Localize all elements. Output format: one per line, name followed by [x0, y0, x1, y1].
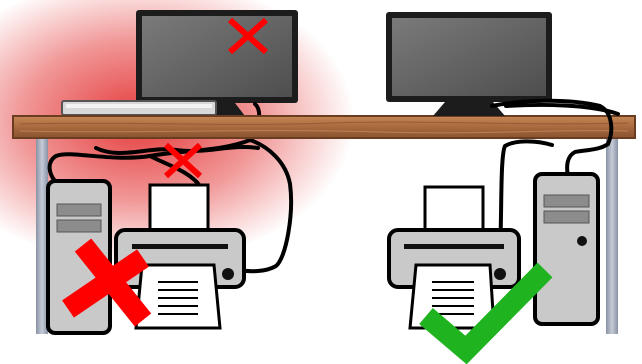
printer-icon: [114, 183, 246, 330]
pc-tower-icon: [533, 172, 600, 326]
monitor-icon: [136, 10, 298, 116]
cross-mark-icon: [62, 238, 152, 327]
monitor-icon: [386, 12, 552, 116]
desk: [12, 115, 636, 139]
tidy-cables: [476, 98, 620, 268]
keyboard-icon: [61, 100, 217, 116]
desk-leg-left: [36, 138, 48, 334]
cross-mark-icon: [163, 142, 203, 179]
check-mark-icon: [419, 262, 553, 364]
desk-leg-right: [606, 138, 618, 334]
cross-mark-icon: [228, 17, 268, 55]
right-setup: [386, 12, 620, 330]
printer-icon: [387, 185, 521, 330]
